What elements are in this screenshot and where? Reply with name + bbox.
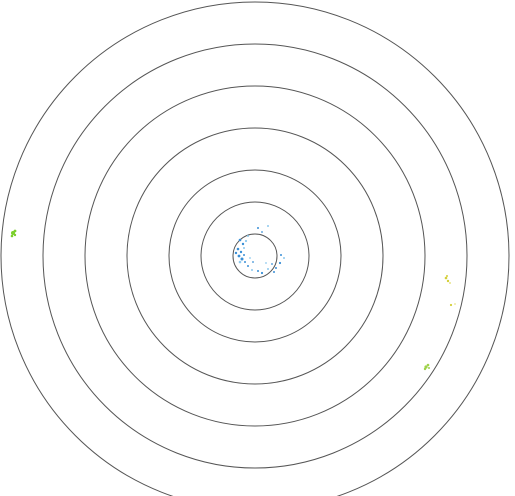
center-cluster-dot: [247, 235, 249, 237]
left-cluster-dot: [13, 229, 17, 233]
left-cluster-dot: [11, 231, 15, 235]
center-cluster: [234, 225, 285, 275]
ring-1: [232, 233, 278, 279]
right-lower-cluster: [423, 363, 430, 371]
right-upper-cluster: [444, 275, 456, 307]
center-cluster-dot: [239, 250, 243, 254]
center-cluster-dot: [283, 257, 285, 259]
center-cluster-dot: [244, 239, 248, 243]
right-lower-cluster-dot: [423, 367, 427, 371]
center-cluster-dot: [234, 251, 238, 255]
center-cluster-dot: [238, 260, 242, 264]
center-cluster-dot: [265, 262, 267, 264]
center-cluster-dot: [241, 242, 245, 246]
ring-5: [84, 85, 426, 427]
right-lower-cluster-dot: [428, 367, 430, 369]
center-cluster-dot: [278, 261, 282, 265]
center-cluster-dot: [243, 247, 245, 249]
center-cluster-dot: [271, 263, 273, 265]
center-cluster-dot: [247, 265, 249, 267]
center-cluster-dot: [273, 271, 275, 273]
center-cluster-dot: [267, 225, 269, 227]
right-upper-cluster-dot: [444, 276, 448, 280]
left-cluster-dot: [13, 233, 17, 237]
right-lower-cluster-dot: [424, 365, 428, 369]
clusters-group: [10, 225, 456, 371]
center-cluster-dot: [240, 257, 244, 261]
center-cluster-dot: [275, 267, 277, 269]
center-cluster-dot: [260, 271, 264, 275]
center-cluster-dot: [244, 261, 246, 263]
center-cluster-dot: [257, 227, 259, 229]
ring-4: [126, 127, 384, 385]
right-upper-cluster-dot: [449, 282, 451, 284]
right-upper-cluster-dot: [449, 303, 453, 307]
right-upper-cluster-dot: [446, 275, 448, 277]
center-cluster-dot: [267, 268, 269, 270]
ring-6: [42, 43, 468, 469]
right-upper-cluster-dot: [454, 303, 456, 305]
center-cluster-dot: [238, 238, 242, 242]
right-lower-cluster-dot: [426, 363, 430, 367]
center-cluster-dot: [280, 254, 282, 256]
center-cluster-dot: [251, 269, 253, 271]
center-cluster-dot: [249, 257, 251, 259]
center-cluster-dot: [257, 270, 259, 272]
center-cluster-dot: [261, 231, 263, 233]
center-cluster-dot: [243, 254, 245, 256]
left-cluster: [10, 229, 17, 238]
center-cluster-dot: [252, 261, 254, 263]
left-cluster-dot: [10, 234, 14, 238]
center-cluster-dot: [236, 247, 240, 251]
right-upper-cluster-dot: [446, 279, 450, 283]
ring-3: [168, 169, 342, 343]
center-cluster-dot: [237, 254, 241, 258]
ring-2: [200, 201, 310, 311]
